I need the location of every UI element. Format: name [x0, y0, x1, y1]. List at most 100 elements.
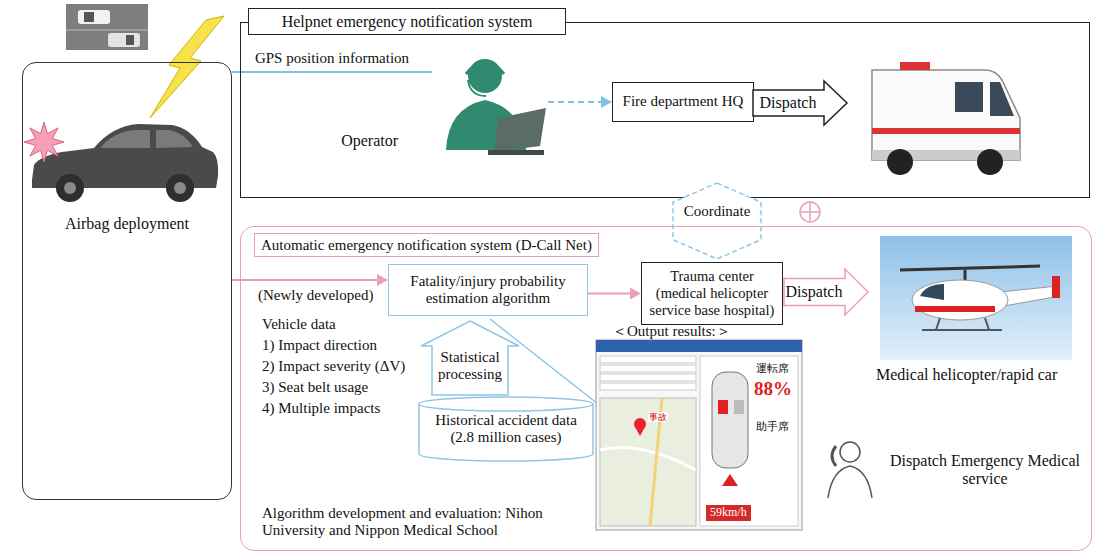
car-silhouette-part	[174, 182, 186, 194]
aerial-photo-part	[66, 4, 148, 50]
phone-person-icon-part	[828, 466, 872, 498]
car-silhouette-part	[64, 182, 76, 194]
output-screenshot-part	[600, 365, 696, 372]
operator-node: Operator	[432, 42, 548, 160]
aerial-photo-part	[66, 29, 148, 31]
ambulance-part	[887, 149, 913, 175]
service-label: Dispatch Emergency Medical service	[885, 452, 1085, 489]
credit-note: Algorithm development and evaluation: Ni…	[262, 505, 572, 540]
phone-person-icon	[828, 442, 872, 498]
list-item: 2) Impact severity (ΔV)	[262, 358, 405, 375]
lightning-bolt-part	[150, 16, 224, 118]
helicopter-photo-part	[936, 318, 940, 330]
airbag-burst-part	[24, 122, 64, 162]
arrow-head	[601, 96, 612, 108]
node-text: Fire department HQ	[623, 93, 744, 110]
output-screenshot-part	[712, 372, 748, 468]
algorithm-box: Fatality/injury probability estimation a…	[388, 264, 588, 316]
helicopter-photo-part	[1052, 276, 1060, 298]
ambulance-part	[977, 149, 1003, 175]
aerial-photo-part	[108, 33, 140, 47]
shape-outline	[673, 183, 761, 259]
node-text: Helpnet emergency notification system	[248, 8, 566, 35]
car-silhouette-part	[56, 174, 84, 202]
shape-outline	[784, 269, 868, 315]
helicopter-photo	[880, 236, 1072, 360]
coordinate-arrow: Coordinate	[672, 182, 762, 260]
ambulance-part	[900, 62, 930, 70]
node-text: Airbag deployment	[23, 215, 231, 233]
list-item: 4) Multiple impacts	[262, 400, 380, 417]
arrow-head	[377, 274, 388, 286]
output-screenshot-part	[600, 383, 696, 390]
airbag-burst	[24, 122, 64, 162]
helicopter-photo-part	[880, 236, 1072, 360]
seat-label: 運転席	[756, 362, 789, 375]
node-text: Statistical processing	[432, 349, 508, 383]
output-screenshot-part	[734, 400, 744, 414]
output-screenshot-part	[600, 398, 696, 526]
aerial-photo-part	[126, 35, 134, 45]
helicopter-photo-part	[900, 266, 1040, 270]
shape-outline	[419, 404, 593, 411]
caption-text: ＜Output results:＞	[612, 323, 731, 340]
connector-line	[548, 101, 602, 103]
node-text: Dispatch	[752, 94, 824, 112]
output-screenshot-part	[596, 340, 802, 530]
output-screenshot-part	[600, 356, 696, 363]
probability-value: 88%	[754, 378, 792, 400]
ambulance-part	[872, 70, 1020, 160]
plus-mark-part	[809, 202, 811, 222]
connector	[588, 288, 641, 300]
shape-outline	[419, 397, 593, 461]
plus-mark-part	[800, 202, 820, 222]
helicopter-photo-part	[1000, 286, 1060, 306]
processing-arrow: Statistical processing	[420, 320, 520, 396]
image-caption: Medical helicopter/rapid car	[876, 366, 1057, 384]
connector	[232, 72, 432, 73]
plus-mark	[800, 202, 820, 222]
connector	[232, 274, 388, 286]
database-cylinder: Historical accident data (2.8 million ca…	[418, 396, 594, 462]
shape-outline	[672, 182, 762, 260]
node-text: Automatic emergency notification system …	[254, 233, 599, 257]
output-screenshot-part	[600, 374, 696, 381]
node-text: Operator	[341, 132, 398, 150]
node-text: Dispatch	[783, 283, 845, 301]
aerial-photo	[66, 4, 148, 50]
helicopter-photo-part	[912, 280, 1008, 320]
speed-value: 59km/h	[706, 505, 751, 521]
output-screenshot-part	[600, 448, 696, 471]
connector-line	[232, 279, 378, 281]
operator-icon-part	[468, 59, 502, 93]
operator-icon-part	[488, 150, 544, 155]
helicopter-photo-part	[922, 329, 1002, 331]
car-silhouette	[32, 124, 218, 202]
connector-line	[232, 71, 432, 73]
node-text: Historical accident data (2.8 million ca…	[422, 412, 590, 446]
dispatch-arrow: Dispatch	[752, 80, 848, 126]
phone-person-icon-part	[832, 446, 836, 466]
seat-label: 助手席	[756, 420, 789, 433]
operator-icon-part	[494, 108, 546, 152]
helicopter-photo-part	[915, 306, 995, 312]
edge-label: GPS position information	[253, 49, 411, 67]
ambulance-part	[955, 82, 983, 112]
output-screenshot-part	[700, 356, 798, 526]
note-text: (Newly developed)	[258, 287, 373, 304]
arrow-head	[630, 288, 641, 300]
output-screenshot-part	[722, 474, 738, 486]
car-silhouette-part	[166, 174, 194, 202]
aerial-photo-part	[84, 12, 94, 22]
node-text: Fatality/injury probability estimation a…	[394, 273, 582, 308]
vehicle-panel: Airbag deployment	[22, 62, 232, 500]
helicopter-photo-part	[985, 318, 989, 330]
phone-person-icon-part	[840, 442, 860, 462]
output-screenshot-part	[596, 340, 802, 352]
connector-line	[588, 293, 631, 295]
map-label: 事故	[648, 412, 668, 422]
ambulance-part	[872, 128, 1020, 134]
dispatch-arrow: Dispatch	[783, 268, 869, 316]
node-text: Coordinate	[677, 203, 757, 220]
